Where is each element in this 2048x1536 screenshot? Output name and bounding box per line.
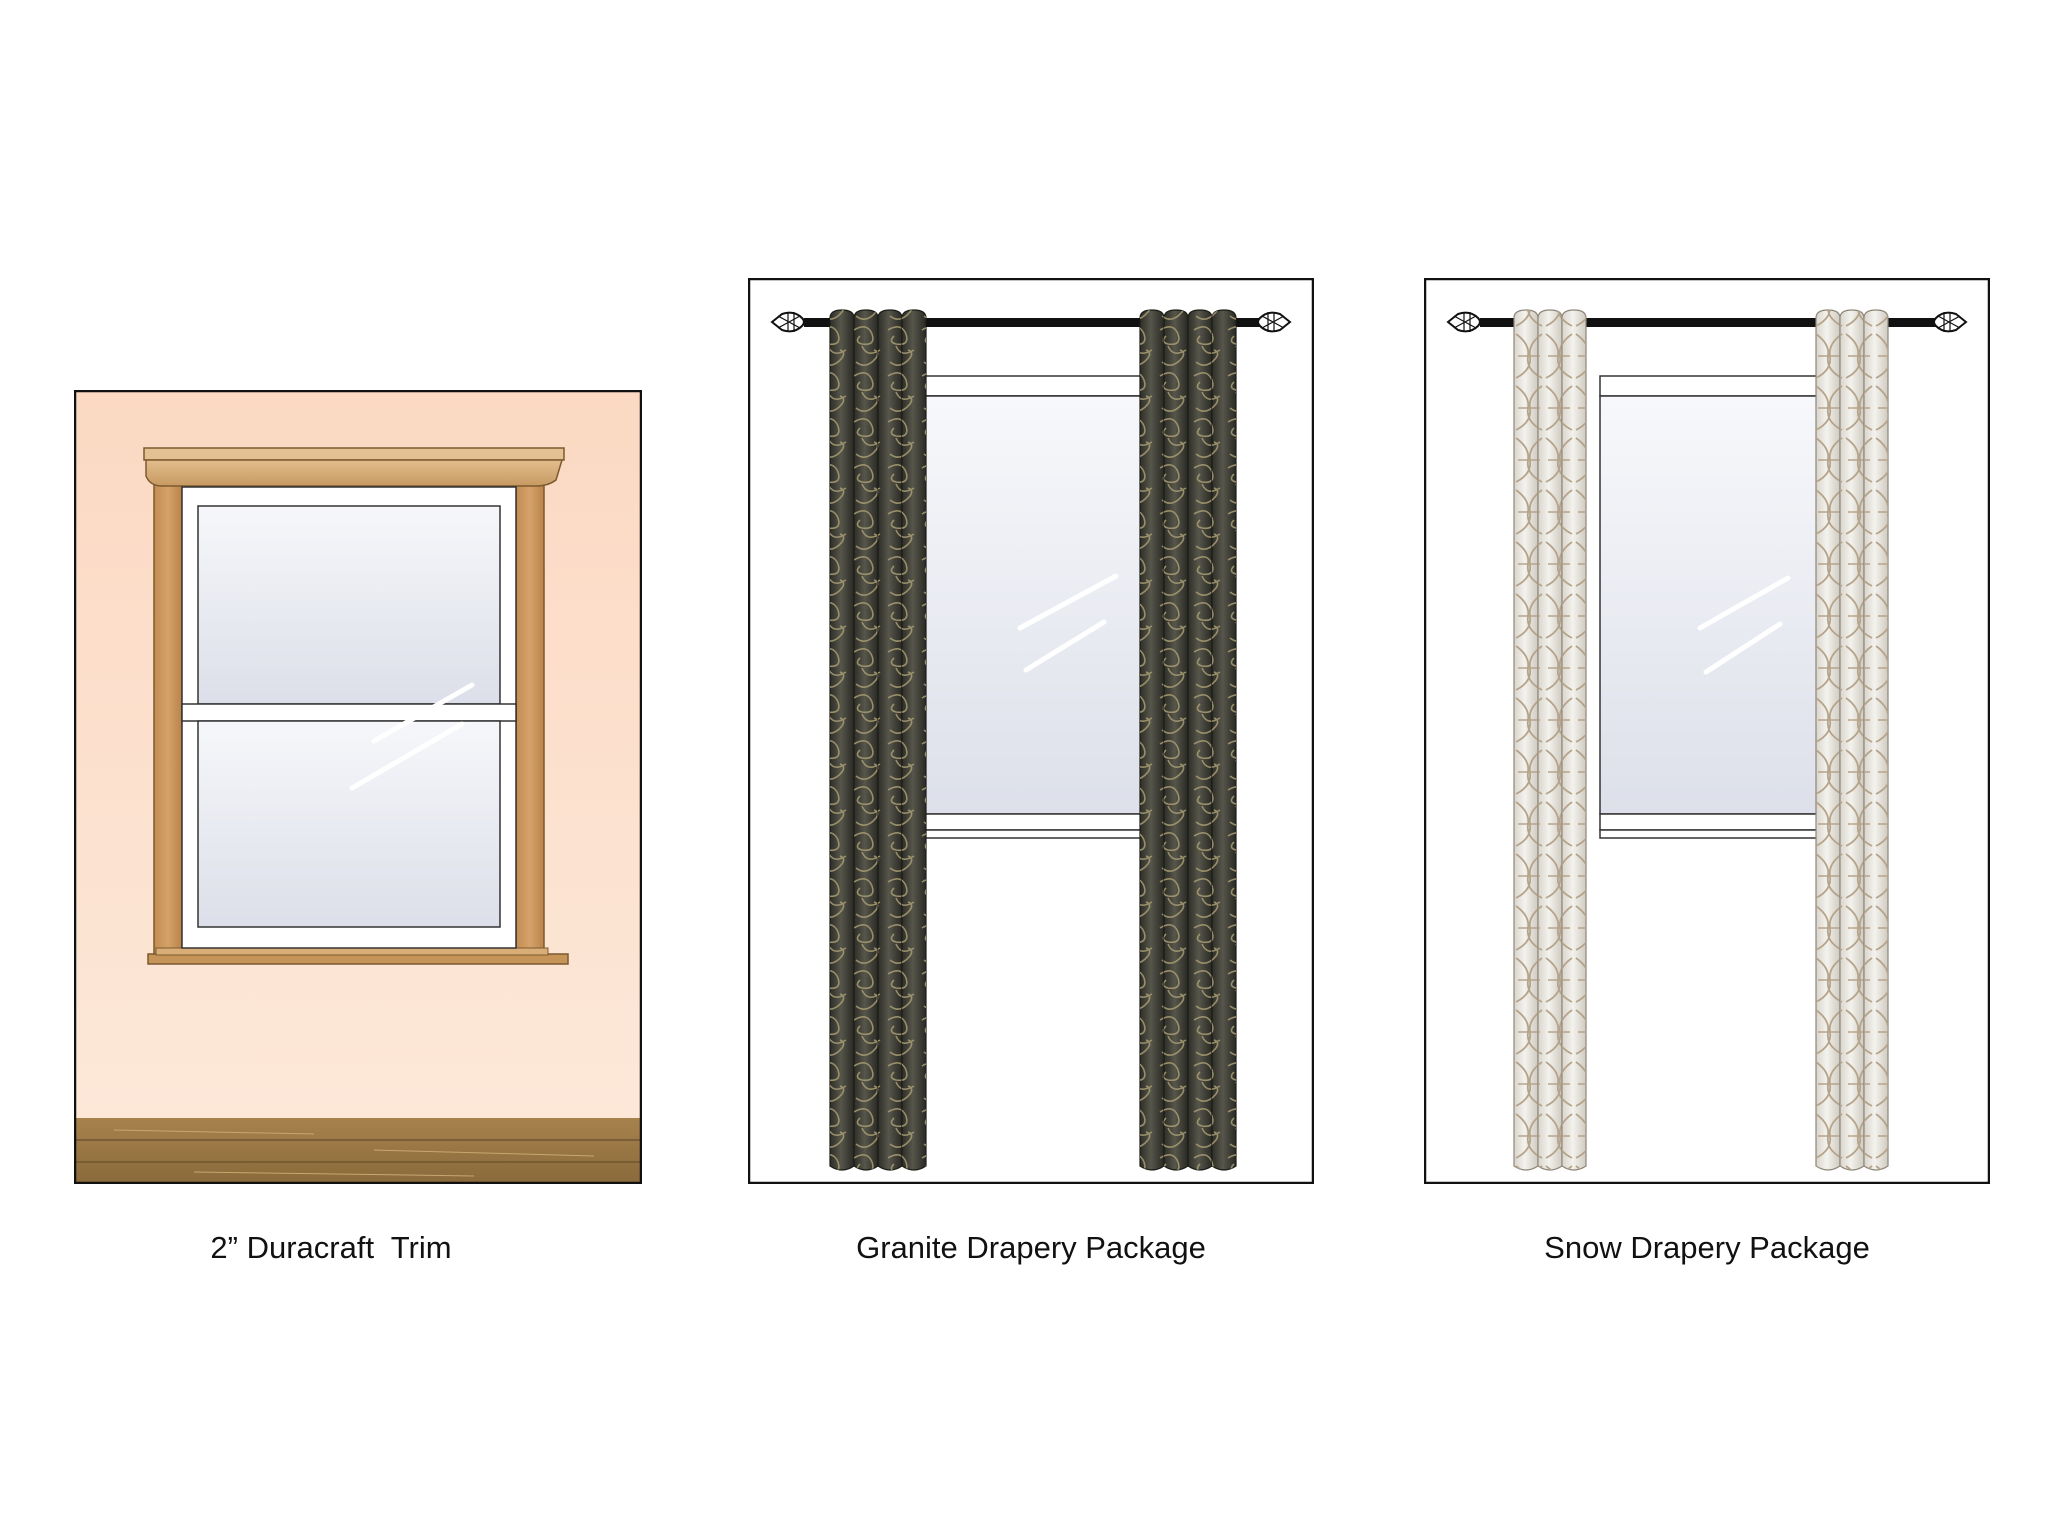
curtain-fold	[1537, 309, 1563, 1171]
caption-snow-drapery: Snow Drapery Package	[1544, 1230, 1870, 1265]
finial-left-icon	[1446, 311, 1488, 333]
finial-right-icon	[1926, 311, 1968, 333]
curtain-fold	[1187, 309, 1213, 1171]
curtain-fold	[877, 309, 903, 1171]
window-trim	[143, 447, 569, 965]
panel-border	[748, 278, 1314, 1184]
panel-border	[74, 390, 642, 1184]
caption-duracraft-trim: 2” Duracraft Trim	[210, 1230, 452, 1265]
caption-granite-drapery: Granite Drapery Package	[856, 1230, 1206, 1265]
curtain-rod	[1446, 311, 1968, 333]
curtain-right	[1139, 309, 1237, 1171]
upper-glass-pane	[197, 505, 501, 705]
curtain-right	[1815, 309, 1889, 1171]
double-hung-window	[181, 486, 517, 949]
window	[923, 375, 1143, 839]
lower-glass-pane	[197, 720, 501, 928]
curtain-fold	[1839, 309, 1865, 1171]
baseboard	[75, 1118, 641, 1183]
curtain-fold	[853, 309, 879, 1171]
glass-pane	[1599, 395, 1819, 815]
curtain-fold	[829, 309, 855, 1171]
curtain-fold	[1139, 309, 1165, 1171]
meeting-rail	[181, 703, 517, 722]
curtain-fold	[1211, 309, 1237, 1171]
glass-glare-icon	[1017, 573, 1119, 673]
curtain-fold	[1863, 309, 1889, 1171]
window	[1599, 375, 1819, 839]
duracraft-trim-panel	[74, 390, 642, 1184]
curtain-fold	[1815, 309, 1841, 1171]
panel-border	[1424, 278, 1990, 1184]
curtain-left	[829, 309, 927, 1171]
curtain-left	[1513, 309, 1587, 1171]
finial-right-icon	[1250, 311, 1292, 333]
glass-glare-icon	[349, 682, 475, 791]
glass-pane	[923, 395, 1143, 815]
trim-illustration	[74, 390, 642, 1184]
finial-left-icon	[770, 311, 812, 333]
curtain-fold	[1561, 309, 1587, 1171]
curtain-fold	[1513, 309, 1539, 1171]
curtain-rod	[770, 311, 1292, 333]
snow-drapery-panel	[1424, 278, 1990, 1184]
snow-drapery-illustration	[1424, 278, 1990, 1184]
curtain-fold	[1163, 309, 1189, 1171]
glass-glare-icon	[1697, 575, 1791, 675]
granite-drapery-illustration	[748, 278, 1314, 1184]
granite-drapery-panel	[748, 278, 1314, 1184]
curtain-fold	[901, 309, 927, 1171]
